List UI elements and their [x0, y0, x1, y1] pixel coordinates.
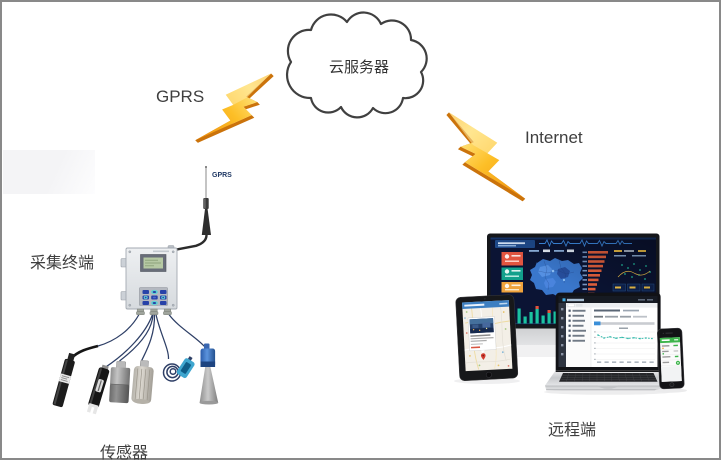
- svg-text:云服务器: 云服务器: [329, 59, 389, 76]
- svg-text:GPRS: GPRS: [212, 172, 232, 179]
